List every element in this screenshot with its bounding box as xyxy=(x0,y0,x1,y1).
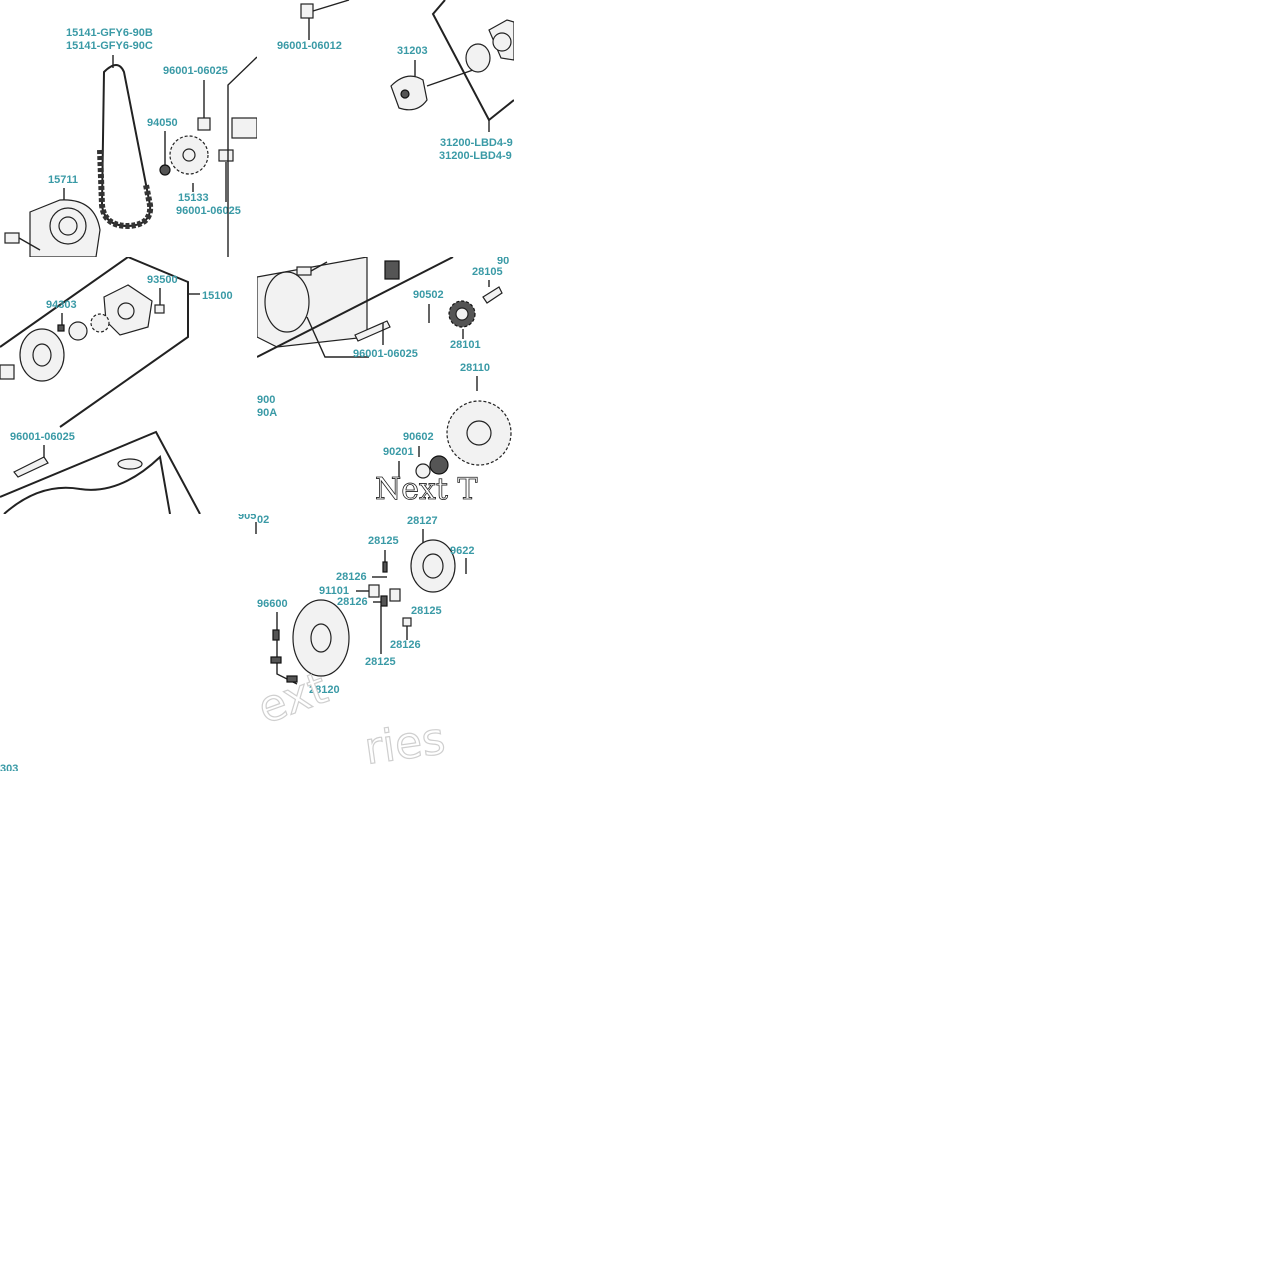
label-15141-gfy6-90b: 15141-GFY6-90B xyxy=(66,27,153,39)
tile-starter-gear: 90 28105 90502 28101 96001-06025 28110 9… xyxy=(257,257,514,514)
label-91101: 91101 xyxy=(319,585,349,597)
label-9622-partial: 9622 xyxy=(450,545,474,557)
starter-gear-drawing: 90 28105 90502 28101 96001-06025 28110 9… xyxy=(257,257,512,507)
label-94050: 94050 xyxy=(147,117,178,129)
label-31200-lbd4-b: 31200-LBD4-9 xyxy=(439,150,512,162)
label-303-partial: 303 xyxy=(0,763,18,771)
label-905-partial: 905 xyxy=(238,514,256,522)
assembly-box xyxy=(0,257,189,428)
label-15141-gfy6-90c: 15141-GFY6-90C xyxy=(66,40,153,52)
label-15711: 15711 xyxy=(48,174,78,186)
label-31200-lbd4-a: 31200-LBD4-9 xyxy=(440,137,513,149)
bolt-icon xyxy=(300,3,314,19)
bolt-icon xyxy=(4,232,20,244)
bolt-icon xyxy=(354,320,391,342)
label-93500: 93500 xyxy=(147,274,178,286)
label-02-partial: 02 xyxy=(257,514,269,526)
label-28105: 28105 xyxy=(472,266,503,278)
tile-oil-pump: 96001-06012 31203 31200-LBD4-9 31200-LBD… xyxy=(257,0,514,257)
label-96001-06025-bottom: 96001-06025 xyxy=(176,205,241,217)
bearing-icon xyxy=(429,455,449,475)
label-900-partial: 900 xyxy=(257,394,275,406)
nut-icon xyxy=(159,164,171,176)
engine-case-edge xyxy=(231,117,257,139)
label-28127: 28127 xyxy=(407,515,438,527)
watermark-next: Next T xyxy=(375,472,478,507)
pump-frame xyxy=(431,0,514,122)
label-90602: 90602 xyxy=(403,431,434,443)
o-ring-icon xyxy=(465,43,491,73)
label-28125-mid: 28125 xyxy=(411,605,442,617)
label-28120: 28120 xyxy=(309,684,340,696)
label-96001-06012: 96001-06012 xyxy=(277,40,342,52)
cam-chain-drawing: 15141-GFY6-90B 15141-GFY6-90C 96001-0602… xyxy=(4,27,257,257)
label-96001-06025-top: 96001-06025 xyxy=(163,65,228,77)
label-15133: 15133 xyxy=(178,192,209,204)
screw-icon xyxy=(154,304,165,314)
bolt-icon xyxy=(13,456,49,478)
tile-blank: 303 905 xyxy=(0,514,257,771)
starter-box xyxy=(0,430,201,514)
label-96600: 96600 xyxy=(257,598,288,610)
label-90a-partial: 90A xyxy=(257,407,277,419)
bolt-icon xyxy=(197,117,211,131)
tile-starter-clutch: 02 28127 28125 9622 28126 91101 28126 28… xyxy=(257,514,514,771)
label-28101: 28101 xyxy=(450,339,481,351)
label-28125-bottom: 28125 xyxy=(365,656,396,668)
rotor-icon xyxy=(90,313,110,333)
starter-clutch-drawing: 02 28127 28125 9622 28126 91101 28126 28… xyxy=(257,514,474,771)
label-96001-06025-c: 96001-06025 xyxy=(10,431,75,443)
label-31203: 31203 xyxy=(397,45,428,57)
label-96001-06025-d: 96001-06025 xyxy=(353,348,418,360)
label-90201: 90201 xyxy=(383,446,414,458)
shaft-icon xyxy=(482,286,503,304)
label-28110: 28110 xyxy=(460,362,490,374)
bolt-icon xyxy=(218,149,234,162)
label-28126-a: 28126 xyxy=(336,571,367,583)
cam-chain xyxy=(100,64,152,228)
label-28125-top: 28125 xyxy=(368,535,399,547)
watermark-ries: ries xyxy=(361,713,448,771)
label-15100: 15100 xyxy=(202,290,233,302)
bolt-icon xyxy=(272,629,280,641)
tile-cam-chain: 15141-GFY6-90B 15141-GFY6-90C 96001-0602… xyxy=(0,0,257,257)
oil-pump-drawing: 96001-06012 31203 31200-LBD4-9 31200-LBD… xyxy=(277,0,514,162)
roller-icon xyxy=(368,584,380,598)
label-28126-c: 28126 xyxy=(390,639,421,651)
tile-pump-assembly: 93500 15100 94303 96001-06025 xyxy=(0,257,257,514)
label-28126-b: 28126 xyxy=(337,596,368,608)
label-94303: 94303 xyxy=(46,299,77,311)
pump-assembly-drawing: 93500 15100 94303 96001-06025 xyxy=(0,257,233,514)
label-90502: 90502 xyxy=(413,289,444,301)
blank-drawing: 303 905 xyxy=(0,514,257,771)
label-90-partial: 90 xyxy=(497,257,509,267)
